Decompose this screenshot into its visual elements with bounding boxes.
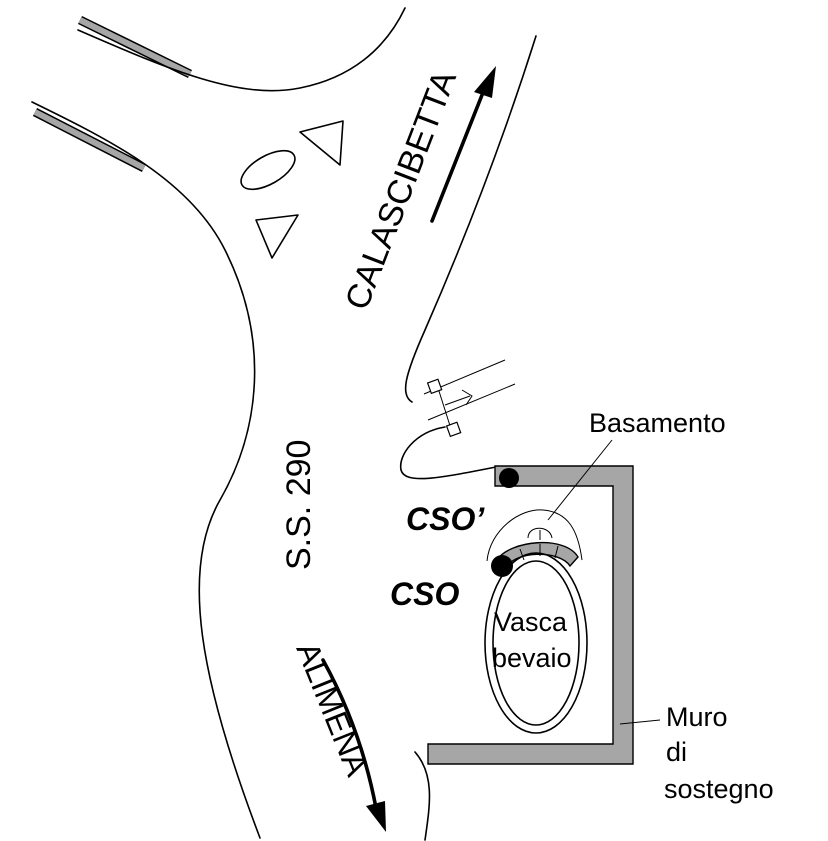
road-edge-west	[31, 101, 261, 839]
cso-point	[491, 555, 513, 577]
basamento-leader-line	[547, 439, 613, 521]
label-basamento: Basamento	[589, 408, 726, 438]
retaining-wall	[427, 465, 634, 765]
label-muro: Muro	[666, 702, 728, 732]
cso-prime-point	[499, 468, 519, 488]
label-bevaio: bevaio	[492, 643, 572, 673]
label-ss290: S.S. 290	[280, 440, 318, 570]
muro-leader-line	[619, 719, 661, 725]
label-vasca: Vasca	[494, 607, 568, 637]
label-alimena: ALIMENA	[290, 637, 376, 781]
label-cso: CSO	[390, 576, 459, 612]
guard-rail-upper	[78, 15, 192, 79]
road-edge-south	[414, 751, 431, 841]
arrow-calascibetta	[430, 66, 496, 223]
traffic-island-triangle-bottom	[255, 214, 299, 259]
traffic-island-triangle-top	[299, 120, 344, 166]
road-edge-north	[77, 7, 406, 92]
vasca-bevaio-trough	[484, 552, 588, 734]
road-edge-east-upper	[404, 35, 537, 403]
channel-crossing-symbol	[423, 359, 516, 438]
guard-rail-lower	[32, 107, 147, 173]
arrow-alimena	[321, 658, 386, 832]
label-sostegno: sostegno	[664, 774, 774, 804]
label-di: di	[666, 737, 687, 767]
label-cso-prime: CSO’	[406, 501, 485, 537]
traffic-island-ellipse	[240, 149, 296, 191]
road-edge-east-lower	[399, 426, 497, 480]
